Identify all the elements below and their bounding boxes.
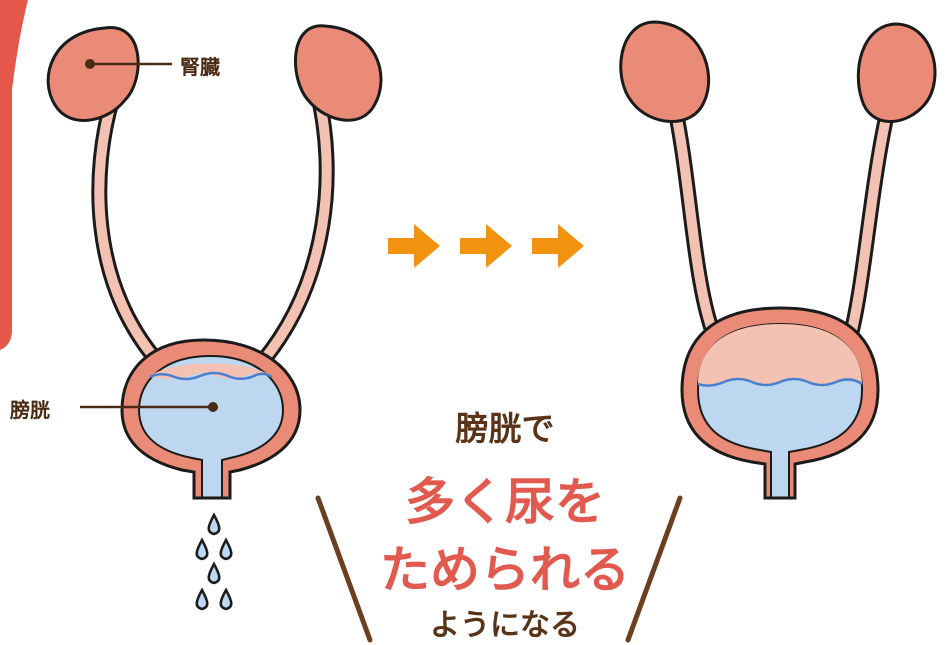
bladder-label: 膀胱 (10, 394, 50, 423)
right-urinary-system (621, 22, 935, 498)
right-kidney-right (858, 24, 935, 122)
right-arrow-icon (460, 224, 512, 268)
water-drop-icon (197, 590, 208, 609)
water-drop-icon (197, 540, 208, 559)
left-urinary-system (48, 26, 381, 609)
water-drop-icon (221, 590, 232, 609)
caption-line-3: ためられる (340, 530, 670, 602)
progress-arrows (388, 224, 584, 268)
left-kidney-right (295, 26, 380, 120)
left-kidney-left (48, 28, 138, 121)
right-arrow-icon (532, 224, 584, 268)
caption-line-2: 多く尿を (340, 462, 670, 534)
water-drop-icon (221, 540, 232, 559)
right-arrow-icon (388, 224, 440, 268)
caption-line-1: 膀胱で (380, 402, 630, 450)
water-drop-icon (209, 515, 220, 534)
caption-line-4: ようになる (380, 600, 630, 644)
water-drops (197, 515, 232, 609)
right-kidney-left (621, 22, 709, 122)
kidney-label: 腎臓 (180, 51, 220, 80)
left-edge-accent (0, 0, 28, 350)
water-drop-icon (209, 564, 220, 583)
